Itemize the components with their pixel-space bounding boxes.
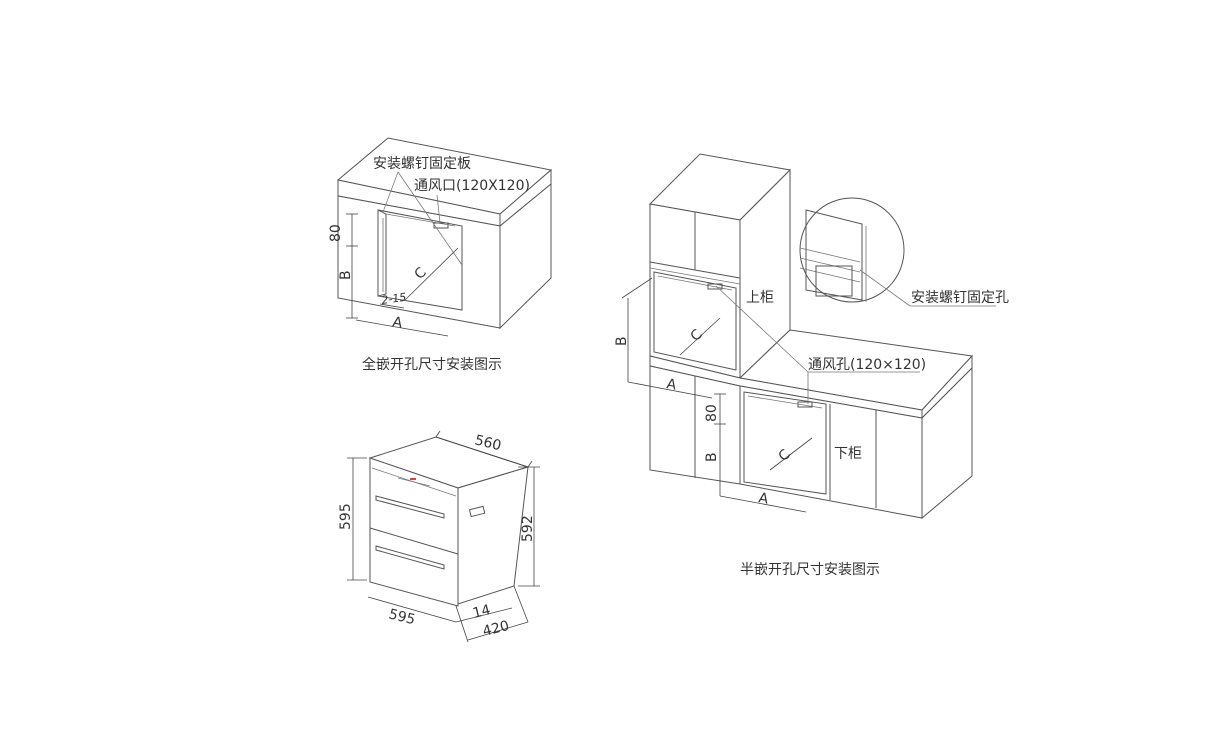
product-drawing: [347, 430, 540, 643]
half-embed-cabinets: [621, 153, 996, 520]
label-vent-half: 通风孔(120×120): [808, 357, 926, 373]
dim-b-full: B: [338, 270, 354, 280]
full-embed-cabinet: [336, 137, 553, 337]
dim-592: 592: [520, 515, 536, 542]
dim-595-height: 595: [338, 503, 354, 530]
dim-420: 420: [481, 618, 511, 640]
label-screw-plate: 安装螺钉固定板: [373, 156, 471, 172]
dim-b-lower: B: [704, 452, 720, 462]
dim-80-lower: 80: [704, 404, 720, 422]
dim-80-full: 80: [328, 224, 344, 242]
label-screw-hole: 安装螺钉固定孔: [911, 290, 1009, 306]
dim-a-full: A: [391, 314, 404, 331]
dim-560: 560: [473, 432, 503, 454]
dim-a-upper: A: [665, 376, 678, 393]
caption-full-embed: 全嵌开孔尺寸安装图示: [362, 356, 502, 373]
caption-half-embed: 半嵌开孔尺寸安装图示: [740, 562, 880, 578]
dim-gap-full: 2-15: [381, 291, 408, 307]
label-lower-cabinet: 下柜: [834, 446, 862, 462]
label-vent-full: 通风口(120X120): [414, 178, 530, 194]
dim-a-lower: A: [757, 490, 770, 507]
dim-14: 14: [471, 602, 492, 622]
dim-b-upper: B: [614, 336, 630, 346]
dim-595-width: 595: [387, 606, 417, 628]
label-upper-cabinet: 上柜: [746, 290, 774, 306]
